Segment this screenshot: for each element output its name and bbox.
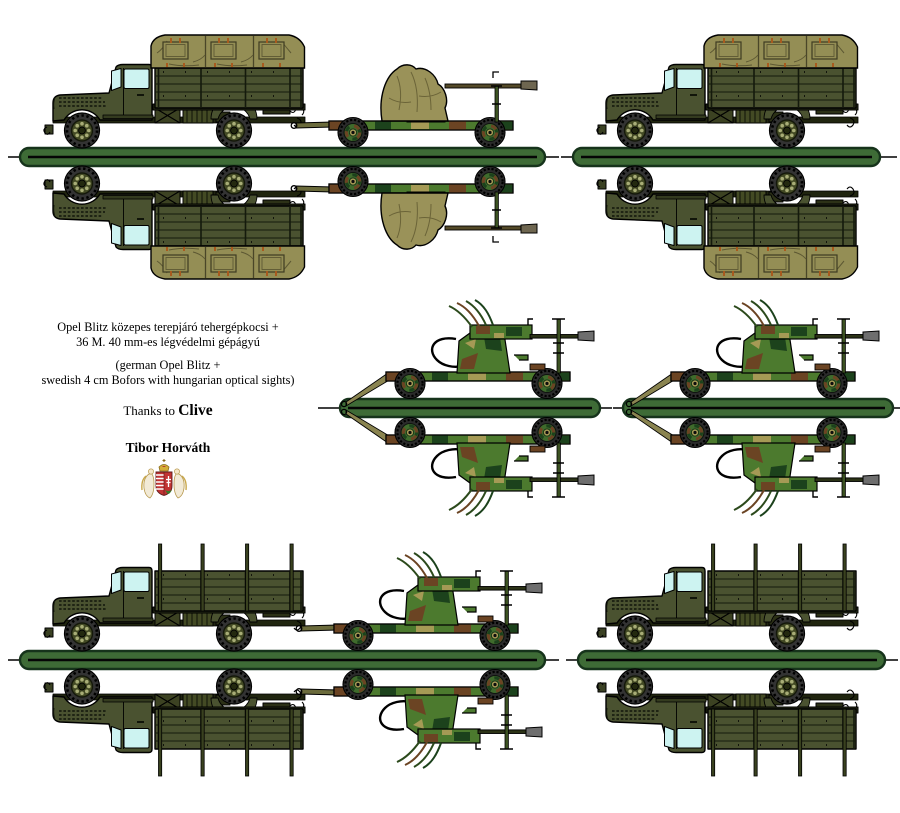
figure-middle-left [318, 300, 612, 516]
ground-band [8, 146, 559, 168]
covered-truck [597, 35, 858, 148]
hungarian-coat-of-arms-icon [141, 459, 187, 499]
angel-right [173, 468, 187, 499]
figure-middle-right [613, 300, 900, 516]
bofors-gun-reflection [626, 409, 879, 516]
ground-band [566, 649, 898, 671]
caption-en-line2: swedish 4 cm Bofors with hungarian optic… [41, 373, 295, 387]
caption-hu-line1: Opel Blitz közepes terepjáró tehergépkoc… [57, 320, 279, 334]
truck-and-towed-gun [44, 35, 537, 148]
caption-en-line1: (german Opel Blitz + [115, 358, 221, 372]
caption-hu-line2: 36 M. 40 mm-es légvédelmi gépágyú [76, 335, 260, 349]
bofors-gun [626, 300, 879, 407]
ground-band [561, 146, 897, 168]
stake-truck-and-towed-gun [44, 544, 542, 651]
angel-left [141, 468, 155, 499]
truck-and-towed-gun-reflection [44, 166, 537, 279]
covered-truck-reflection [597, 166, 858, 279]
figure-top-right [561, 35, 897, 279]
ground-band [613, 397, 900, 419]
thanks-line: Thanks to Clive [18, 402, 318, 420]
figure-bottom-left [8, 544, 559, 776]
shield [155, 471, 173, 496]
bofors-gun-reflection [341, 409, 594, 516]
figure-top-left [8, 35, 559, 279]
ground-band [318, 397, 612, 419]
bofors-gun [341, 300, 594, 407]
thanks-prefix: Thanks to [123, 403, 179, 418]
author-name: Tibor Horváth [125, 440, 211, 455]
ground-band [8, 649, 559, 671]
caption-hungarian: Opel Blitz közepes terepjáró tehergépkoc… [18, 320, 318, 350]
stake-truck-and-towed-gun-reflection [44, 669, 542, 776]
stake-truck [597, 544, 858, 651]
thanks-name: Clive [178, 402, 213, 419]
figure-bottom-right [566, 544, 898, 776]
caption-english: (german Opel Blitz + swedish 4 cm Bofors… [18, 358, 318, 388]
stake-truck-reflection [597, 669, 858, 776]
holy-crown [158, 459, 170, 472]
